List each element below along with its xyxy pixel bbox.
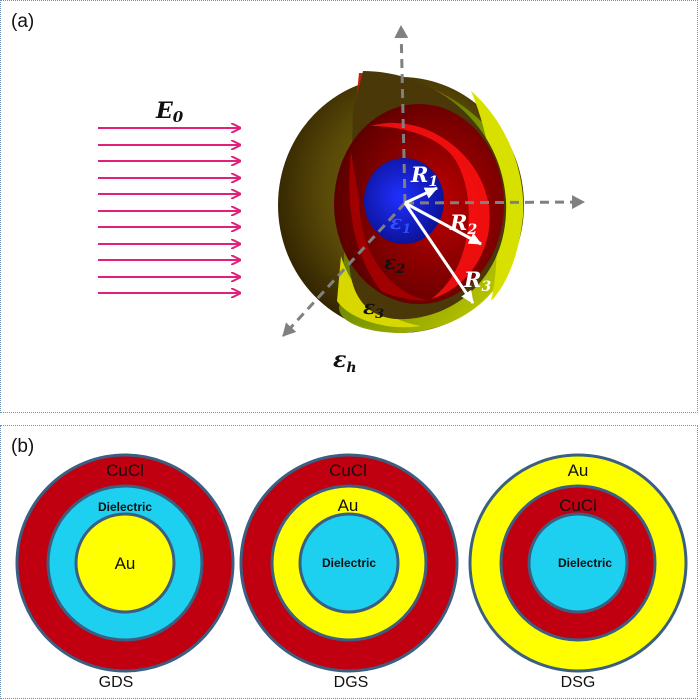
dsg-name: DSG	[561, 674, 596, 691]
core-shell-3d-diagram: E0 R1 R2	[98, 25, 585, 376]
panel-a: (a)	[0, 0, 698, 413]
gds-core	[74, 512, 176, 614]
field-label: E0	[155, 98, 184, 126]
gds-core-label: Au	[115, 554, 136, 573]
radius-r2-label: R2	[449, 210, 477, 238]
coordinate-axes	[281, 25, 585, 338]
epsilon-2-label: ε2	[384, 250, 405, 277]
dsg-middle-label: CuCl	[559, 496, 597, 515]
dgs-name: DGS	[334, 674, 369, 691]
radius-r1-label: R1	[410, 162, 438, 190]
epsilon-1-label: ε1	[390, 210, 411, 237]
panel-a-label: (a)	[11, 11, 35, 32]
epsilon-3-label: ε3	[363, 295, 384, 322]
incident-field-arrows	[98, 128, 240, 293]
core-shell-structures: CuCl Dielectric Au GDS CuCl Au Dielectri…	[15, 453, 688, 691]
dgs-outer-label: CuCl	[329, 461, 367, 480]
panel-b-label: (b)	[11, 436, 35, 457]
dgs-core	[298, 512, 400, 614]
dsg-outer-label: Au	[568, 461, 589, 480]
dgs-middle-label: Au	[338, 496, 359, 515]
gds-outer-label: CuCl	[106, 461, 144, 480]
gds-name: GDS	[99, 674, 134, 691]
structure-dsg: Au CuCl Dielectric DSG	[468, 453, 688, 691]
dsg-core-label: Dielectric	[558, 556, 612, 570]
multilayer-sphere	[278, 71, 524, 333]
dsg-core	[527, 512, 629, 614]
structure-dgs: CuCl Au Dielectric DGS	[239, 453, 459, 691]
dgs-core-label: Dielectric	[322, 556, 376, 570]
epsilon-h-label: εh	[333, 347, 357, 376]
radius-r3-label: R3	[463, 267, 491, 295]
structure-gds: CuCl Dielectric Au GDS	[15, 453, 235, 691]
panel-b: (b) CuCl Dielectric Au GDS CuCl Au Diele…	[0, 425, 698, 699]
gds-middle-label: Dielectric	[98, 500, 152, 514]
radius-arrows	[403, 186, 482, 304]
